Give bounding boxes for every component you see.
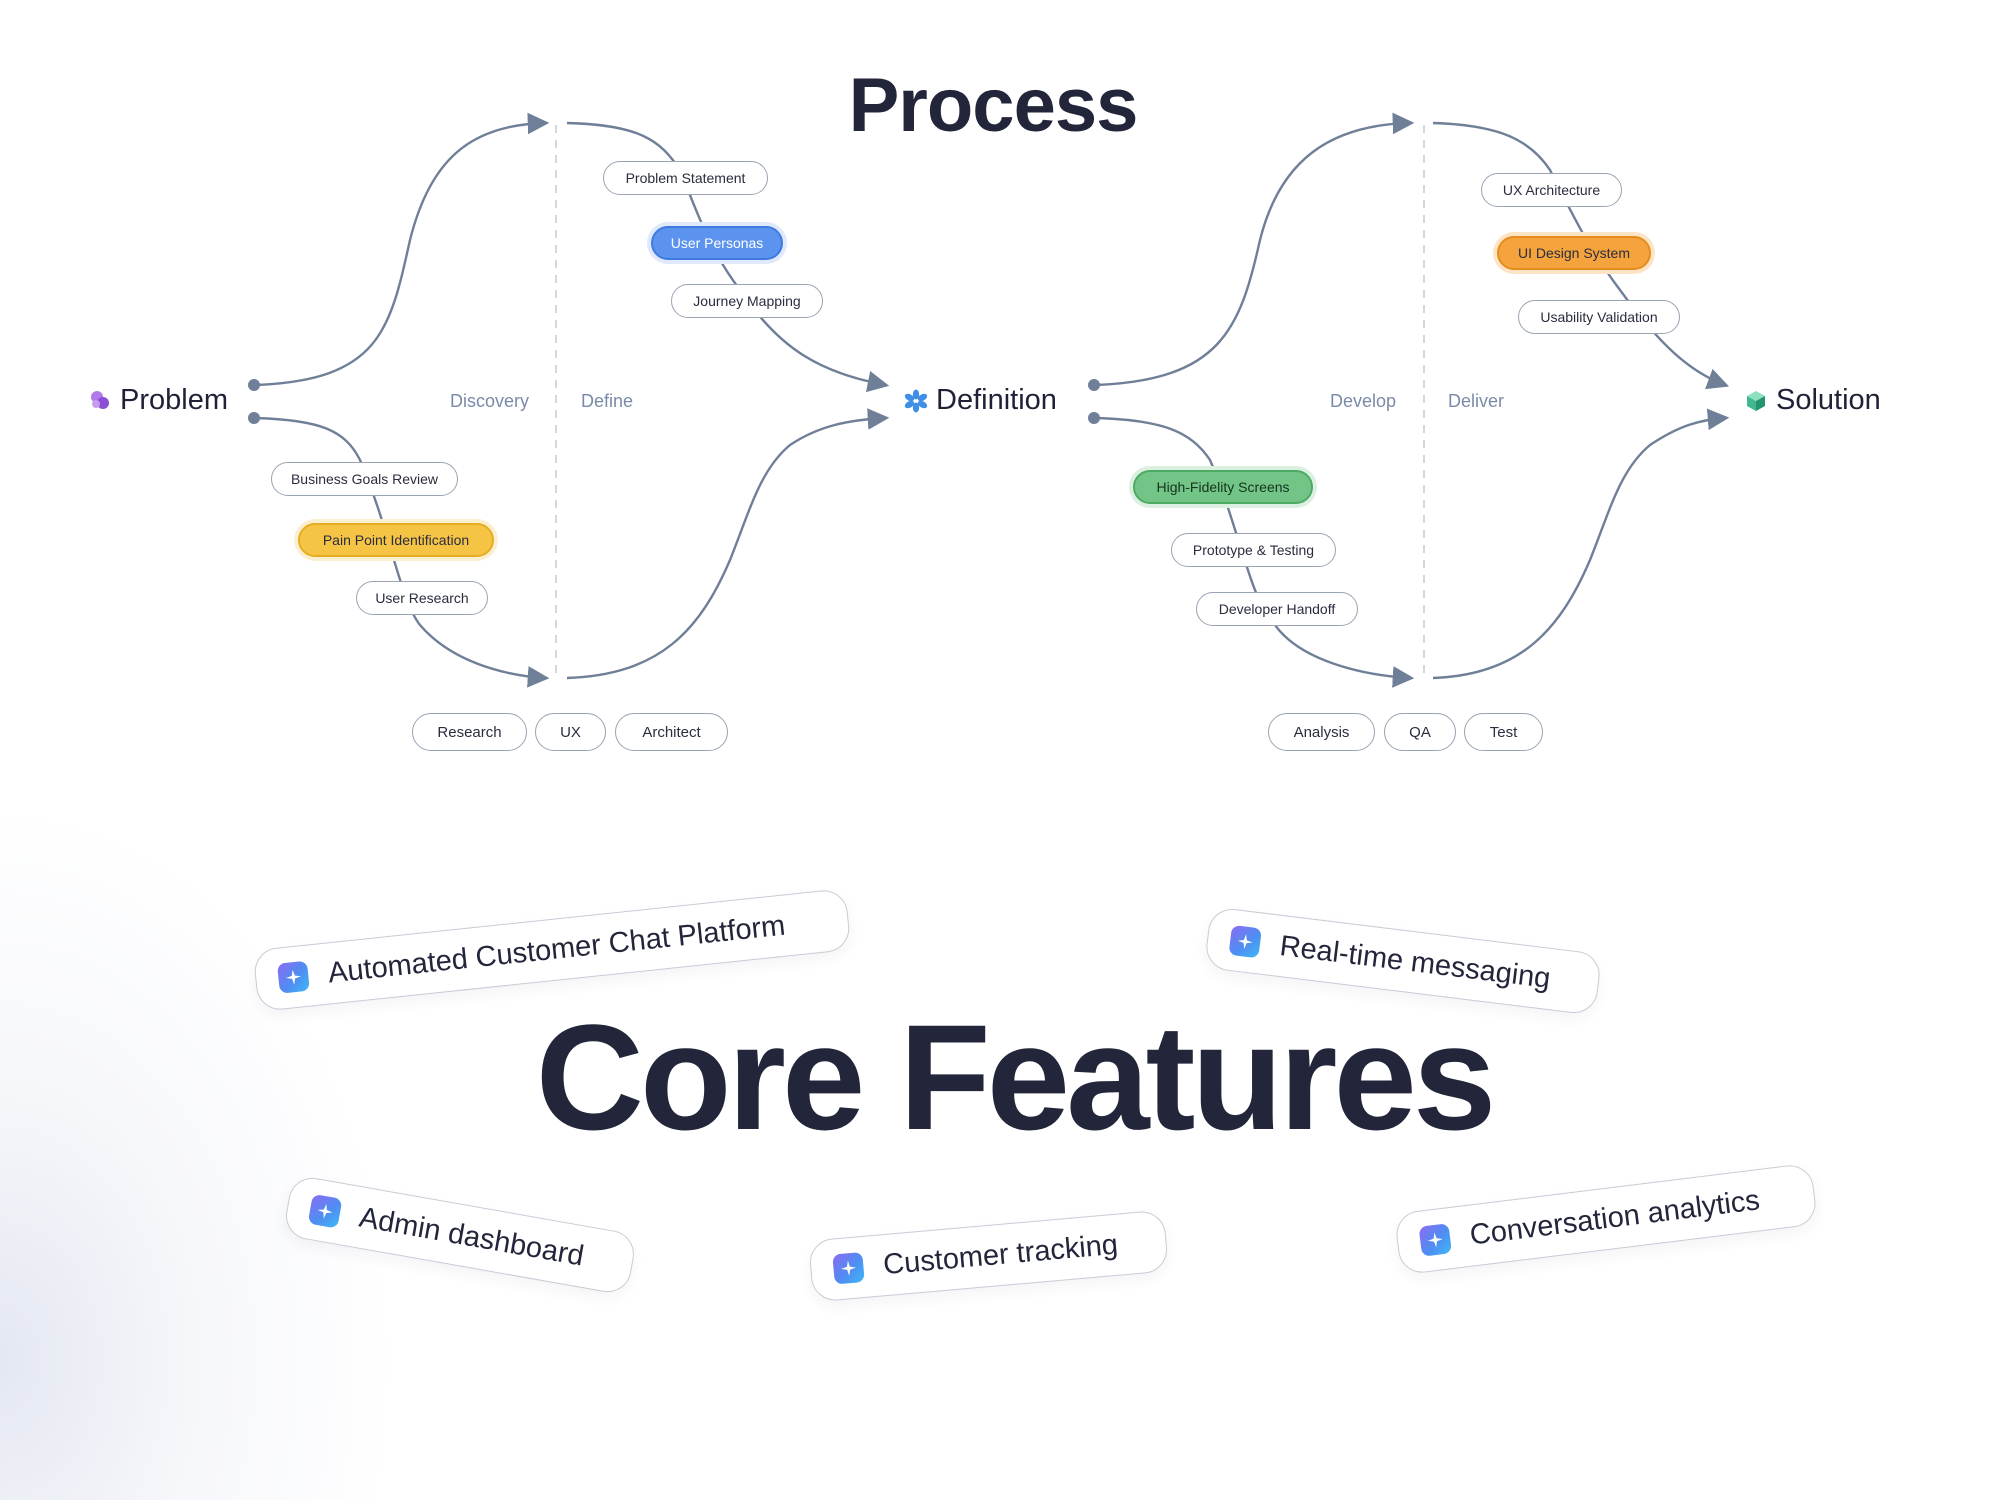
node-problem-label: Problem <box>120 384 228 416</box>
tag-analysis: Analysis <box>1268 713 1375 751</box>
node-problem: Problem <box>88 384 228 417</box>
sparkle-icon <box>307 1193 343 1229</box>
feature-label: Real-time messaging <box>1278 929 1553 995</box>
node-solution: Solution <box>1744 384 1881 417</box>
phase-develop: Develop <box>1330 391 1397 411</box>
connector-problem-bottom <box>255 416 550 688</box>
tag-ux: UX <box>535 713 606 751</box>
tag-architect: Architect <box>615 713 728 751</box>
sparkle-icon <box>832 1251 865 1285</box>
feature-admin-dashboard: Admin dashboard <box>282 1174 638 1296</box>
feature-label: Conversation analytics <box>1468 1183 1762 1252</box>
connector-problem-top <box>255 112 550 387</box>
dot-definition-bottom <box>1088 412 1100 424</box>
feature-conversation-analytics: Conversation analytics <box>1393 1162 1819 1276</box>
feature-automated-chat-platform: Automated Customer Chat Platform <box>252 888 852 1012</box>
step-problem-statement: Problem Statement <box>603 161 768 195</box>
tag-research: Research <box>412 713 527 751</box>
blue-asterisk-icon <box>904 389 928 412</box>
feature-label: Customer tracking <box>881 1228 1120 1281</box>
step-business-goals-review: Business Goals Review <box>271 462 458 496</box>
connector-define-bottom <box>566 408 890 680</box>
step-user-personas: User Personas <box>651 226 783 260</box>
feature-label: Automated Customer Chat Platform <box>326 909 787 989</box>
dot-problem-top <box>248 379 260 391</box>
step-prototype-testing: Prototype & Testing <box>1171 533 1336 567</box>
step-developer-handoff: Developer Handoff <box>1196 592 1358 626</box>
node-solution-label: Solution <box>1776 384 1881 416</box>
step-journey-mapping: Journey Mapping <box>671 284 823 318</box>
sparkle-icon <box>276 960 310 994</box>
dot-problem-bottom <box>248 412 260 424</box>
process-title: Process <box>848 63 1139 148</box>
tag-qa: QA <box>1384 713 1456 751</box>
node-definition: Definition <box>904 384 1057 417</box>
step-ui-design-system: UI Design System <box>1497 236 1651 270</box>
green-cube-icon <box>1747 390 1765 411</box>
feature-customer-tracking: Customer tracking <box>807 1209 1170 1303</box>
connector-deliver-bottom <box>1432 408 1730 680</box>
step-usability-validation: Usability Validation <box>1518 300 1680 334</box>
sparkle-icon <box>1418 1223 1452 1257</box>
purple-cluster-icon <box>91 390 109 409</box>
core-features-title: Core Features <box>535 993 1497 1161</box>
connector-definition-top <box>1095 112 1415 387</box>
dot-definition-top <box>1088 379 1100 391</box>
sparkle-icon <box>1228 924 1262 959</box>
step-ux-architecture: UX Architecture <box>1481 173 1622 207</box>
node-definition-label: Definition <box>936 384 1057 416</box>
tag-test: Test <box>1464 713 1543 751</box>
phase-discovery: Discovery <box>450 391 530 411</box>
feature-label: Admin dashboard <box>356 1201 587 1273</box>
phase-deliver: Deliver <box>1448 391 1505 411</box>
step-user-research: User Research <box>356 581 488 615</box>
step-high-fidelity-screens: High-Fidelity Screens <box>1133 470 1313 504</box>
phase-define: Define <box>581 391 634 411</box>
step-pain-point-identification: Pain Point Identification <box>298 523 494 557</box>
feature-real-time-messaging: Real-time messaging <box>1203 906 1603 1016</box>
